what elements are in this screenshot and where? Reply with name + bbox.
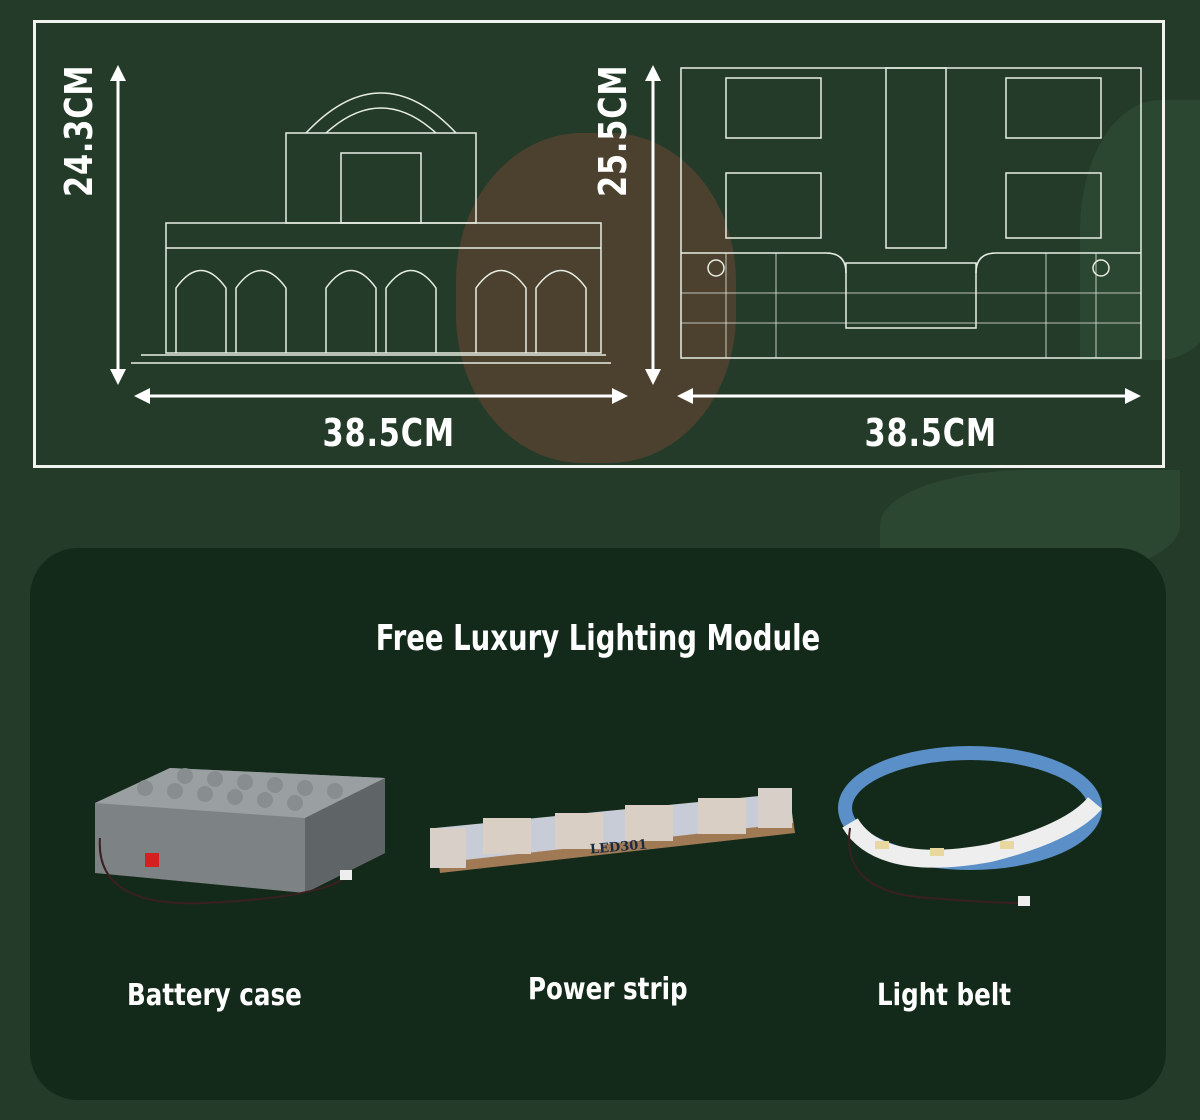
top-height-label: 25.5CM (591, 64, 635, 197)
decorative-leaf (1080, 100, 1200, 360)
dimension-arrows (110, 65, 1141, 404)
top-width-label: 38.5CM (864, 411, 997, 455)
power-strip-image (430, 788, 795, 873)
front-width-label: 38.5CM (322, 411, 455, 455)
light-belt-label: Light belt (877, 978, 1012, 1013)
decorative-flower-shape (456, 133, 736, 463)
front-height-label: 24.3CM (57, 64, 101, 197)
battery-case-image (95, 768, 385, 905)
dimension-frame: 24.3CM 38.5CM 25.5CM 38.5CM (33, 20, 1165, 468)
power-strip-label: Power strip (528, 972, 688, 1007)
lighting-module-title: Free Luxury Lighting Module (375, 618, 821, 659)
top-view-drawing (680, 67, 1142, 359)
battery-case-label: Battery case (127, 978, 302, 1013)
lighting-module-panel: Free Luxury Lighting Module Battery case… (30, 548, 1166, 1100)
light-belt-image (838, 746, 1102, 906)
front-view-drawing (131, 92, 611, 364)
